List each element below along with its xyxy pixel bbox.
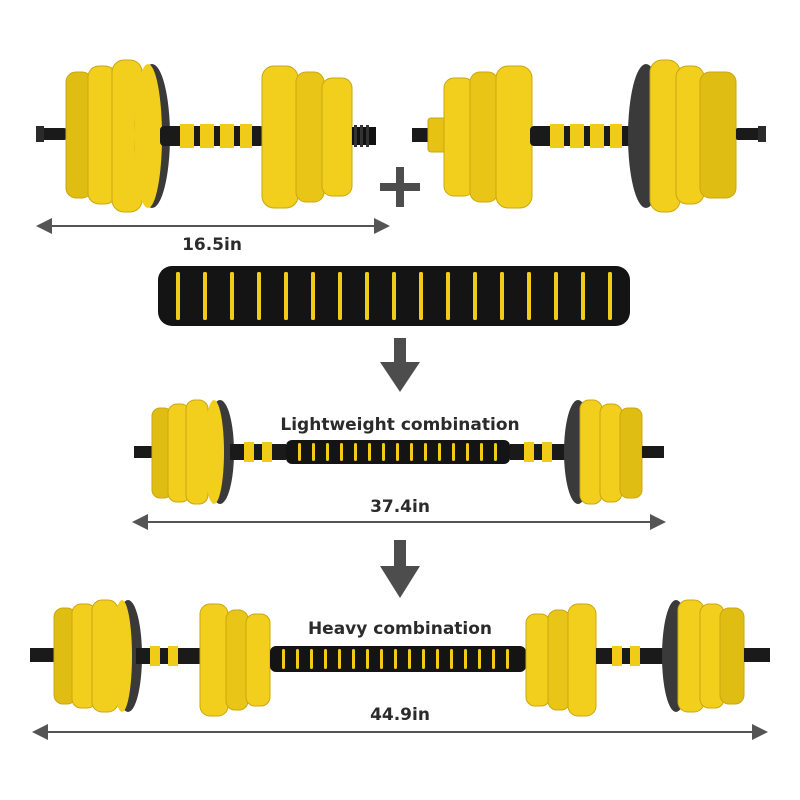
foam-stripe: [396, 443, 399, 461]
foam-stripe: [438, 443, 441, 461]
foam-stripe: [424, 443, 427, 461]
foam-stripe: [392, 272, 396, 320]
heavy-title: Heavy combination: [308, 619, 492, 639]
foam-stripe: [450, 649, 453, 669]
arrow-down-icon: [380, 338, 420, 392]
foam-stripe: [282, 649, 285, 669]
foam-stripe: [527, 272, 531, 320]
foam-stripe: [608, 272, 612, 320]
foam-stripe: [230, 272, 234, 320]
heavy-length-label: 44.9in: [370, 705, 430, 725]
foam-stripe: [352, 649, 355, 669]
foam-stripe: [310, 649, 313, 669]
foam-stripe: [296, 649, 299, 669]
foam-stripe: [380, 649, 383, 669]
dumbbell-length-label: 16.5in: [182, 235, 242, 255]
foam-stripe: [176, 272, 180, 320]
foam-stripe: [257, 272, 261, 320]
foam-stripe: [382, 443, 385, 461]
foam-stripe: [324, 649, 327, 669]
foam-stripe: [480, 443, 483, 461]
foam-stripe: [408, 649, 411, 669]
foam-stripe: [284, 272, 288, 320]
foam-stripe: [506, 649, 509, 669]
foam-stripe: [492, 649, 495, 669]
foam-stripe: [422, 649, 425, 669]
foam-stripe: [554, 272, 558, 320]
foam-stripe: [338, 272, 342, 320]
foam-stripe: [326, 443, 329, 461]
foam-stripe: [340, 443, 343, 461]
foam-stripe: [464, 649, 467, 669]
foam-stripe: [394, 649, 397, 669]
foam-stripe: [478, 649, 481, 669]
foam-stripe: [365, 272, 369, 320]
heavy-barbell: [30, 599, 770, 717]
foam-stripe: [354, 443, 357, 461]
foam-stripe: [419, 272, 423, 320]
foam-stripe: [436, 649, 439, 669]
foam-stripe: [311, 272, 315, 320]
foam-stripe: [410, 443, 413, 461]
foam-stripe: [298, 443, 301, 461]
foam-stripe: [366, 649, 369, 669]
foam-stripe: [312, 443, 315, 461]
foam-connector-tube: [158, 266, 630, 326]
dumbbell-left: [36, 59, 376, 213]
foam-stripe: [446, 272, 450, 320]
plus-icon: [380, 167, 420, 207]
foam-stripe: [581, 272, 585, 320]
foam-stripe: [473, 272, 477, 320]
dumbbell-right: [412, 59, 766, 213]
foam-stripe: [368, 443, 371, 461]
foam-stripe: [494, 443, 497, 461]
foam-stripe: [452, 443, 455, 461]
foam-stripe: [466, 443, 469, 461]
foam-stripe: [203, 272, 207, 320]
foam-stripe: [500, 272, 504, 320]
lightweight-length-label: 37.4in: [370, 497, 430, 517]
lightweight-barbell: [134, 399, 664, 505]
arrow-down-icon: [380, 540, 420, 598]
foam-stripe: [338, 649, 341, 669]
lightweight-title: Lightweight combination: [280, 415, 519, 435]
